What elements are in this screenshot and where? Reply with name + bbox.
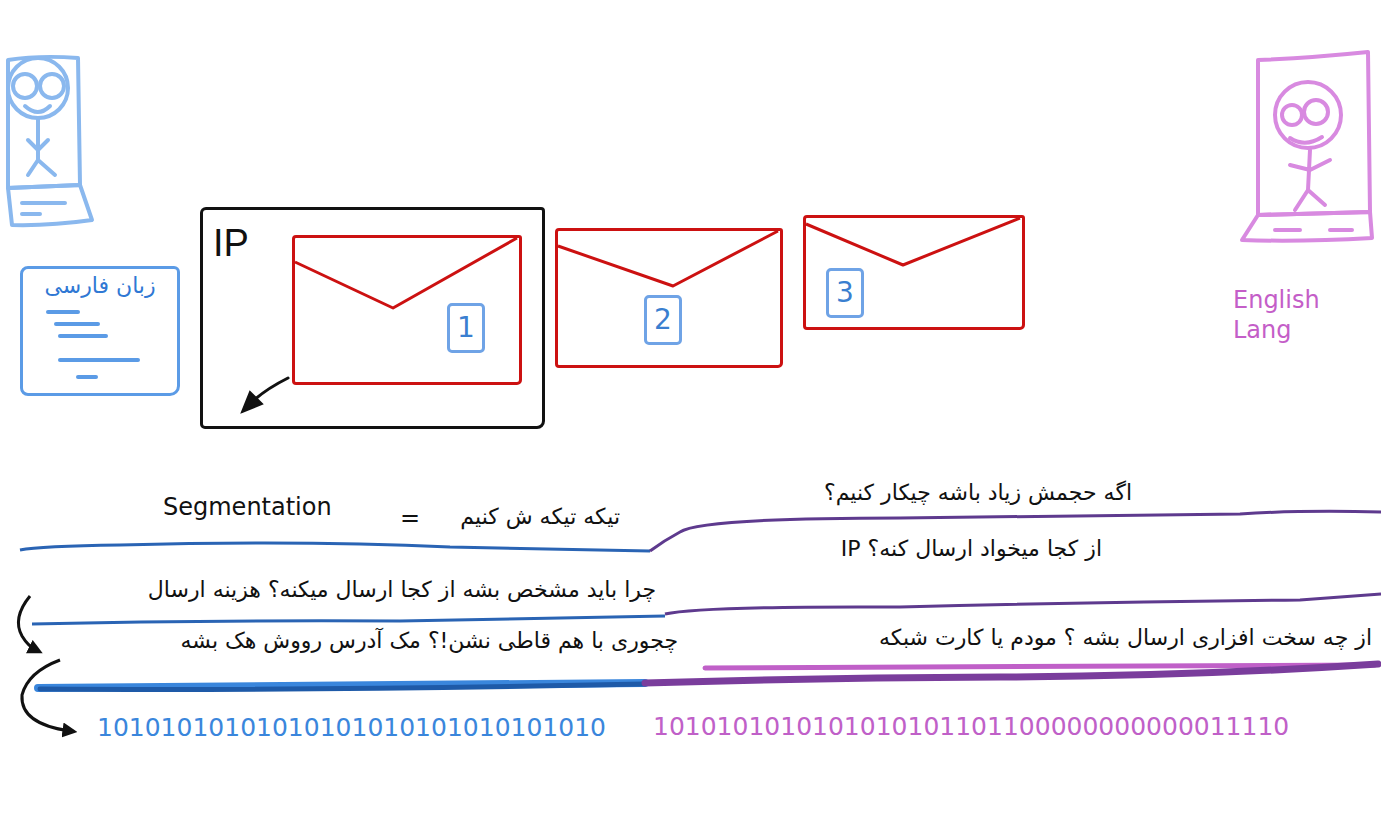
sender-layer-line (20, 543, 650, 551)
glasses (13, 74, 37, 98)
sender-layer-line (32, 616, 665, 624)
layer-note: از چه سخت افزاری ارسال بشه ؟ مودم یا کار… (879, 624, 1372, 652)
layer-note: چجوری با هم قاطی نشن!؟ مک آدرس رووش هک ب… (180, 627, 678, 655)
text-line (78, 375, 96, 379)
envelope-segment: 3 (803, 215, 1025, 330)
stick-body (28, 118, 55, 175)
head (8, 58, 68, 118)
eye (1282, 105, 1302, 125)
arrow-head (242, 392, 262, 412)
segment-number: 1 (447, 303, 485, 353)
computer-screen (8, 57, 80, 188)
document-title: زبان فارسی (44, 273, 155, 299)
envelope-flap (295, 238, 519, 382)
document-lines (48, 312, 138, 377)
envelope-flap-line (806, 218, 1020, 265)
language-label: English Lang (1233, 285, 1338, 345)
left-person-figure (8, 57, 92, 225)
eye (1304, 100, 1328, 124)
text-line (60, 358, 138, 362)
physical-link (645, 664, 1378, 683)
layer-note: Segmentation (163, 492, 332, 522)
text-line (48, 310, 78, 314)
binary-stream: 10101010101010101010101010101010 (97, 712, 606, 743)
keyboard-keys (22, 203, 65, 214)
layer-note: چرا باید مشخص بشه از کجا ارسال میکنه؟ هز… (148, 576, 656, 604)
glasses (40, 74, 64, 98)
envelope-flap-line (558, 231, 778, 286)
text-line (60, 334, 106, 338)
layer-note: تیکه تیکه ش کنیم (460, 503, 620, 531)
stick-body (1290, 150, 1330, 210)
head (1275, 82, 1341, 148)
ip-packet-box: IP 1 (200, 207, 545, 429)
segment-number: 2 (644, 295, 682, 345)
ip-label: IP (213, 224, 249, 262)
equals-sign: = (400, 503, 420, 533)
keyboard-keys (1275, 228, 1352, 232)
text-line (56, 322, 98, 326)
smile (25, 106, 50, 112)
computer-screen (1258, 52, 1370, 215)
envelope-flap-line (295, 238, 517, 308)
envelope-flap (806, 218, 1022, 327)
envelope-segment: 1 (292, 235, 522, 385)
layer-note: اگه حجمش زیاد باشه چیکار کنیم؟ (824, 479, 1132, 507)
envelope-segment: 2 (555, 228, 783, 368)
curl-arrow (22, 660, 70, 731)
keyboard (8, 185, 92, 225)
binary-stream: 1010101010101010101101100000000000011110 (653, 711, 1289, 742)
document-box: زبان فارسی (20, 266, 180, 396)
pointer-arrow (254, 378, 288, 400)
layer-note: از کجا میخواد ارسال کنه؟ IP (841, 535, 1102, 563)
keyboard (1242, 212, 1372, 241)
receiver-layer-line (665, 594, 1381, 614)
smile (1290, 137, 1322, 143)
curl-arrow (18, 596, 36, 650)
right-person-figure (1242, 52, 1372, 241)
physical-link (40, 684, 645, 689)
segment-number: 3 (826, 268, 864, 318)
